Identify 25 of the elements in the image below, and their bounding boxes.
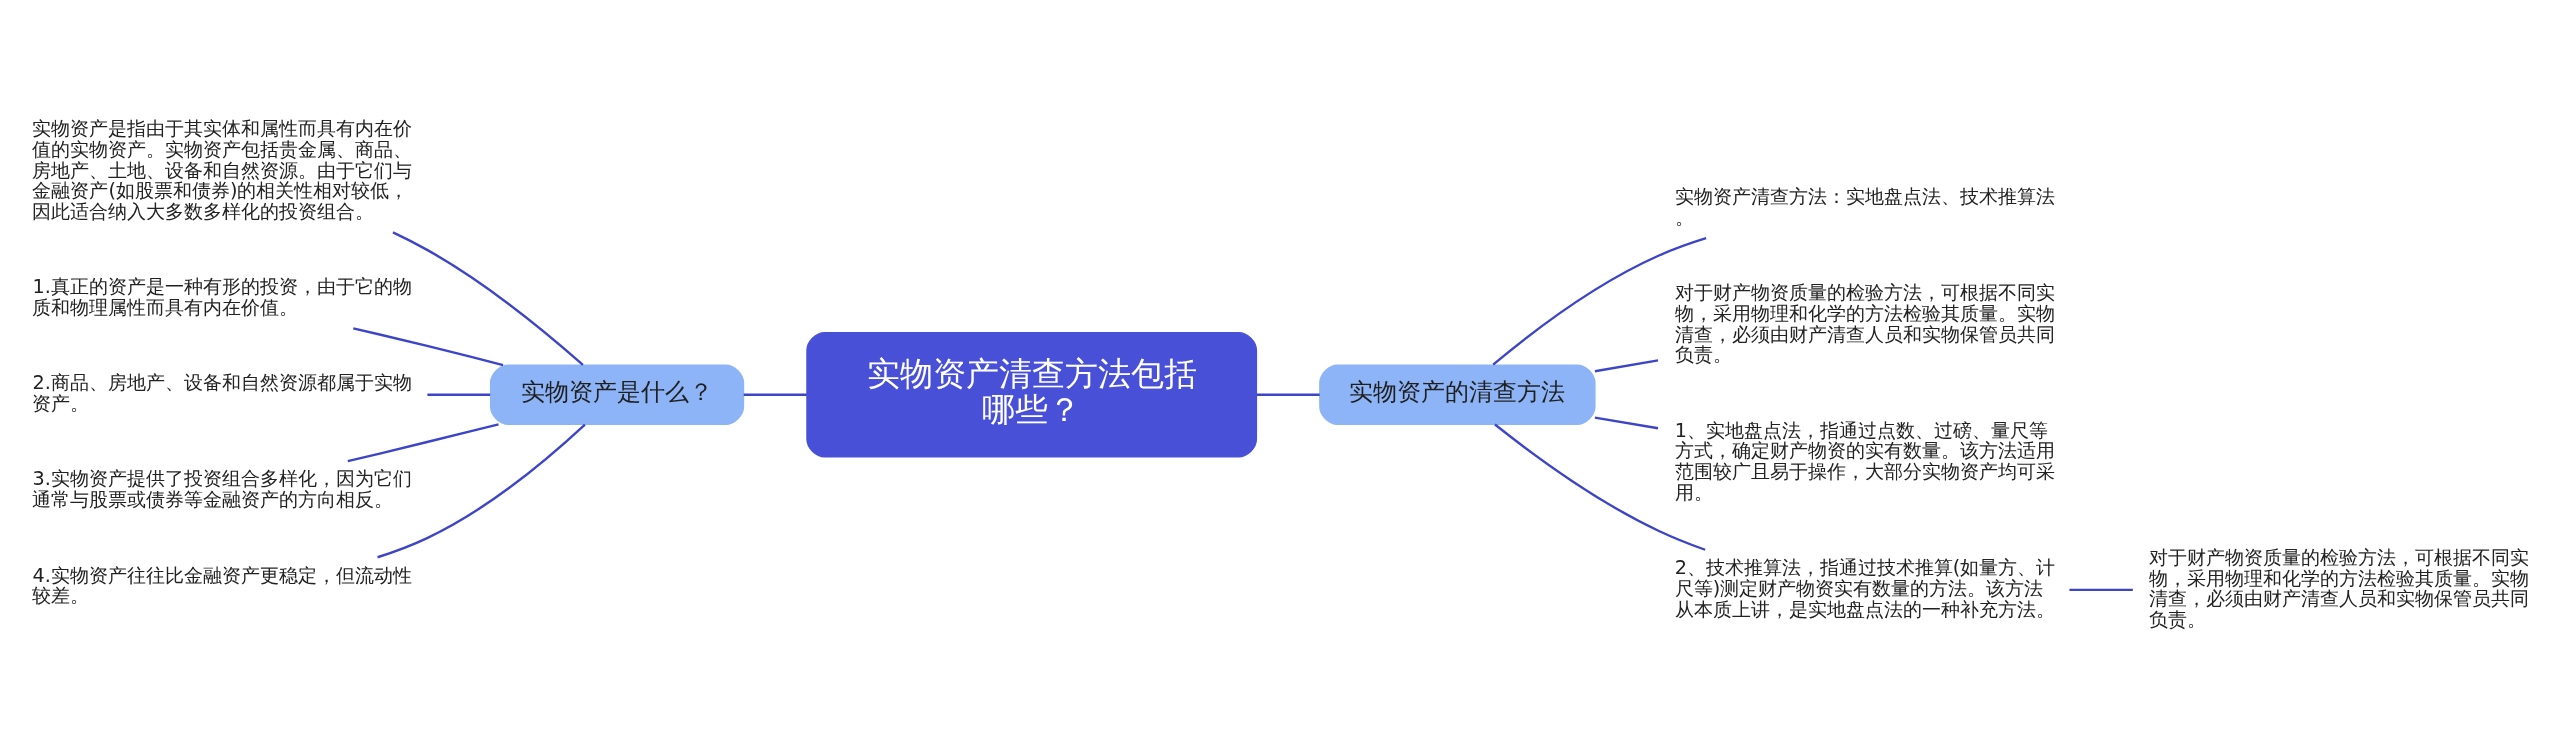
node-text: 4.实物资产往往比金融资产更稳定，但流动性较差。 [32,563,412,607]
connector [1594,415,1659,429]
connector [1494,423,1706,551]
node-text: 实物资产清查方法：实地盘点法、技术推算法。 [1674,184,2055,229]
node-text: 1、实地盘点法，指通过点数、过磅、量尺等方式，确定财产物资的实有数量。该方法适用范围较广且易于操作，大部分实物资产均可采用。 [1674,418,2055,504]
node-text: 2、技术推算法，指通过技术推算(如量方、计尺等)测定财产物资实有数量的方法。该方法从本质上讲，是实地盘点法的一种补充方法。 [1674,555,2056,621]
node-box: 实物资产是什么？ [489,363,745,425]
node-text: 2.商品、房地产、设备和自然资源都属于实物资产。 [32,370,412,415]
connector [347,422,499,462]
connector [1594,358,1659,372]
node-text: 1.真正的资产是一种有形的投资，由于它的物质和物理属性而具有内在价值。 [32,274,412,319]
node-text: 对于财产物资质量的检验方法，可根据不同实物，采用物理和化学的方法检验其质量。实物清查，必须由财产清查人员和实物保管员共同负责。 [2149,545,2530,631]
connector [392,230,584,366]
connector [1492,236,1707,366]
node-box: 实物资产清查方法包括哪些？ [806,331,1258,458]
connector [1256,393,1320,396]
connector [427,393,491,396]
node-text: 对于财产物资质量的检验方法，可根据不同实物，采用物理和化学的方法检验其质量。实物清查，必须由财产清查人员和实物保管员共同负责。 [1674,280,2055,366]
connector [377,423,586,558]
node-text: 实物资产是指由于其实体和属性而具有内在价值的实物资产。实物资产包括贵金属、商品、房地产、土地、设备和自然资源。由于它们与金融资产(如股票和债券)的相关性相对较低，因此适合纳入大多数多样化的投资组合。 [32,116,413,223]
node-box: 实物资产的清查方法 [1319,363,1596,425]
connector [2069,588,2133,591]
node-text: 3.实物资产提供了投资组合多样化，因为它们通常与股票或债券等金融资产的方向相反。 [32,466,412,511]
connector [353,326,504,366]
connector [743,393,807,396]
